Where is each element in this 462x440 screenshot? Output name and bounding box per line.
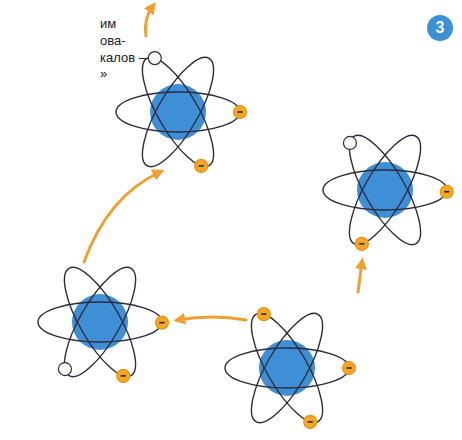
orbit	[323, 170, 447, 210]
text-fragment: »	[100, 66, 107, 81]
electron	[117, 369, 130, 382]
orbit	[337, 126, 434, 253]
orbit	[116, 92, 240, 132]
atom	[323, 126, 453, 253]
reaction-arrow	[84, 172, 160, 262]
electron	[343, 136, 356, 149]
callout-text: 3	[436, 19, 445, 37]
atom	[225, 304, 356, 431]
reaction-arrow	[358, 262, 362, 292]
electron	[440, 185, 453, 198]
electron	[195, 159, 208, 172]
electron	[148, 52, 161, 65]
electron	[155, 316, 168, 329]
electron	[234, 106, 247, 119]
orbit	[239, 304, 336, 431]
electron	[343, 362, 356, 375]
electron	[304, 415, 317, 428]
orbit	[130, 48, 227, 175]
electron	[355, 237, 368, 250]
atom	[116, 48, 247, 175]
electron	[257, 308, 270, 321]
electron	[58, 363, 71, 376]
orbit	[337, 126, 434, 253]
orbit	[52, 258, 149, 385]
text-fragment: им	[100, 16, 116, 31]
orbit	[239, 304, 336, 431]
orbit	[225, 348, 349, 388]
orbit	[38, 302, 162, 342]
orbit	[130, 48, 227, 175]
reaction-arrow	[145, 6, 153, 36]
callout-number: 3	[427, 15, 453, 41]
reaction-arrow	[178, 317, 246, 320]
text-fragment: калов –	[100, 50, 146, 65]
text-fragment: ова-	[100, 33, 126, 48]
orbit	[52, 258, 149, 385]
atom	[38, 258, 168, 385]
